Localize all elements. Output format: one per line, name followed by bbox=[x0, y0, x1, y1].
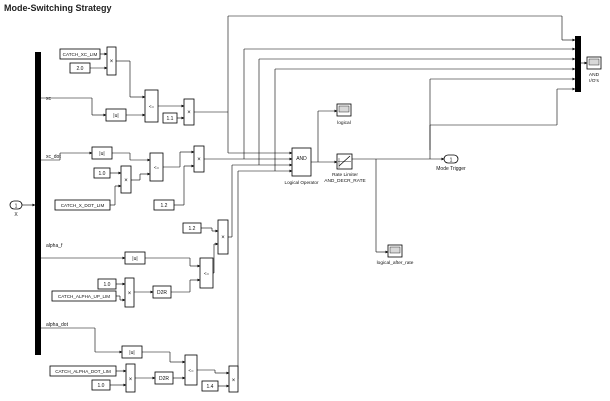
const-alpha-dot-gain[interactable]: 1.0 bbox=[91, 379, 111, 391]
svg-text:CATCH_ALPHA_UP_LIM: CATCH_ALPHA_UP_LIM bbox=[58, 294, 110, 299]
rate-limiter-label: Rate Limiter bbox=[332, 172, 358, 178]
d2r-alpha-dot[interactable]: D2R bbox=[154, 371, 174, 385]
compare-alpha-dot[interactable]: <= bbox=[184, 354, 198, 386]
svg-text:<=: <= bbox=[204, 271, 210, 276]
signal-label-xc-dot: xc_dot bbox=[46, 154, 61, 160]
logical-operator-and[interactable]: AND Logical Operator bbox=[285, 147, 319, 185]
abs-alpha-dot[interactable]: |u| bbox=[121, 345, 143, 359]
scope-and-ios-label-2: I/O's bbox=[589, 78, 599, 84]
const-catch-alpha-dot-lim[interactable]: CATCH_ALPHA_DOT_LIM bbox=[49, 365, 117, 377]
signal-label-alpha-f: alpha_f bbox=[46, 243, 63, 249]
compare-alpha-f[interactable]: <= bbox=[199, 257, 214, 289]
d2r-alpha[interactable]: D2R bbox=[152, 285, 172, 299]
svg-text:AND: AND bbox=[296, 156, 307, 162]
inport-label: X bbox=[14, 212, 18, 218]
svg-text:1.0: 1.0 bbox=[98, 383, 105, 389]
const-catch-alpha-up-lim[interactable]: CATCH_ALPHA_UP_LIM bbox=[51, 290, 117, 302]
scope-logical-after-rate[interactable]: logical_after_rate bbox=[377, 244, 414, 266]
rate-limiter[interactable]: Rate Limiter AND_DECR_RATE bbox=[324, 153, 366, 184]
signal-label-alpha-dot: alpha_dot bbox=[46, 322, 69, 328]
svg-text:CATCH_X_DOT_LIM: CATCH_X_DOT_LIM bbox=[61, 203, 105, 208]
svg-text:2.0: 2.0 bbox=[77, 66, 84, 72]
const-catch-xc-lim[interactable]: CATCH_XC_LIM bbox=[59, 48, 101, 60]
svg-text:<=: <= bbox=[149, 104, 155, 109]
const-xc-dot-threshold[interactable]: 1.2 bbox=[153, 199, 175, 211]
svg-text:×: × bbox=[128, 291, 132, 297]
inport-x[interactable]: 1 X bbox=[9, 200, 23, 218]
scope-and-ios-label: AND bbox=[589, 72, 600, 78]
demux-bus[interactable] bbox=[35, 52, 41, 355]
abs-xc-dot[interactable]: |u| bbox=[91, 146, 113, 160]
compare-xc[interactable]: <= bbox=[144, 89, 159, 123]
outport-label: Mode Trigger bbox=[436, 166, 466, 172]
svg-text:×: × bbox=[110, 59, 114, 65]
scope-logical-label: logical bbox=[337, 120, 351, 126]
svg-text:CATCH_XC_LIM: CATCH_XC_LIM bbox=[63, 52, 98, 57]
svg-text:|u|: |u| bbox=[132, 256, 137, 262]
svg-text:1.1: 1.1 bbox=[167, 116, 174, 122]
svg-text:1.0: 1.0 bbox=[99, 171, 106, 177]
svg-text:|u|: |u| bbox=[113, 113, 118, 119]
svg-text:|u|: |u| bbox=[129, 350, 134, 356]
svg-text:<=: <= bbox=[188, 368, 194, 373]
svg-text:1.0: 1.0 bbox=[104, 282, 111, 288]
product-xc-out[interactable]: × bbox=[183, 98, 195, 126]
const-xc-dot-gain[interactable]: 1.0 bbox=[93, 167, 111, 179]
svg-text:1.4: 1.4 bbox=[207, 384, 214, 390]
scope-after-rate-label: logical_after_rate bbox=[377, 260, 414, 266]
svg-text:×: × bbox=[124, 178, 128, 184]
signal-wires bbox=[22, 15, 588, 388]
product-alpha-dot-out[interactable]: × bbox=[228, 365, 239, 393]
product-alpha-lim[interactable]: × bbox=[124, 277, 135, 308]
product-xc-dot-lim[interactable]: × bbox=[120, 165, 132, 194]
scope-and-ios[interactable]: AND I/O's bbox=[586, 56, 602, 84]
product-xc-dot-out[interactable]: × bbox=[193, 145, 205, 173]
const-xc-threshold[interactable]: 1.1 bbox=[162, 112, 178, 124]
diagram-title: Mode-Switching Strategy bbox=[4, 3, 112, 13]
svg-text:|u|: |u| bbox=[99, 151, 104, 157]
product-xc-lim[interactable]: × bbox=[106, 46, 117, 76]
and-ios-mux[interactable] bbox=[575, 36, 581, 92]
scope-logical[interactable]: logical bbox=[336, 103, 352, 126]
product-alpha-out[interactable]: × bbox=[217, 219, 229, 255]
svg-text:D2R: D2R bbox=[159, 376, 169, 382]
svg-text:1: 1 bbox=[450, 158, 453, 164]
svg-text:×: × bbox=[221, 235, 225, 241]
svg-text:1.2: 1.2 bbox=[189, 226, 196, 232]
svg-text:×: × bbox=[129, 377, 133, 383]
svg-text:1.2: 1.2 bbox=[161, 203, 168, 209]
abs-xc[interactable]: |u| bbox=[105, 108, 127, 122]
signal-label-xc: xc bbox=[46, 96, 52, 102]
svg-text:CATCH_ALPHA_DOT_LIM: CATCH_ALPHA_DOT_LIM bbox=[55, 369, 111, 374]
svg-text:×: × bbox=[197, 157, 201, 163]
logical-operator-label: Logical Operator bbox=[285, 180, 319, 185]
svg-text:<=: <= bbox=[154, 165, 160, 170]
product-alpha-dot-lim[interactable]: × bbox=[125, 363, 136, 393]
const-alpha-top[interactable]: 1.2 bbox=[182, 222, 202, 234]
svg-text:×: × bbox=[232, 378, 236, 384]
svg-text:×: × bbox=[187, 110, 191, 116]
abs-alpha-f[interactable]: |u| bbox=[124, 251, 146, 265]
const-alpha-dot-threshold[interactable]: 1.4 bbox=[201, 380, 219, 392]
const-xc-gain[interactable]: 2.0 bbox=[69, 62, 91, 74]
const-catch-x-dot-lim[interactable]: CATCH_X_DOT_LIM bbox=[54, 199, 111, 211]
rate-limiter-param: AND_DECR_RATE bbox=[324, 178, 366, 184]
const-alpha-gain[interactable]: 1.0 bbox=[97, 278, 117, 290]
outport-mode-trigger[interactable]: 1 Mode Trigger bbox=[436, 154, 466, 172]
svg-text:D2R: D2R bbox=[157, 290, 167, 296]
inport-number: 1 bbox=[15, 204, 18, 210]
compare-xc-dot[interactable]: <= bbox=[149, 152, 164, 182]
